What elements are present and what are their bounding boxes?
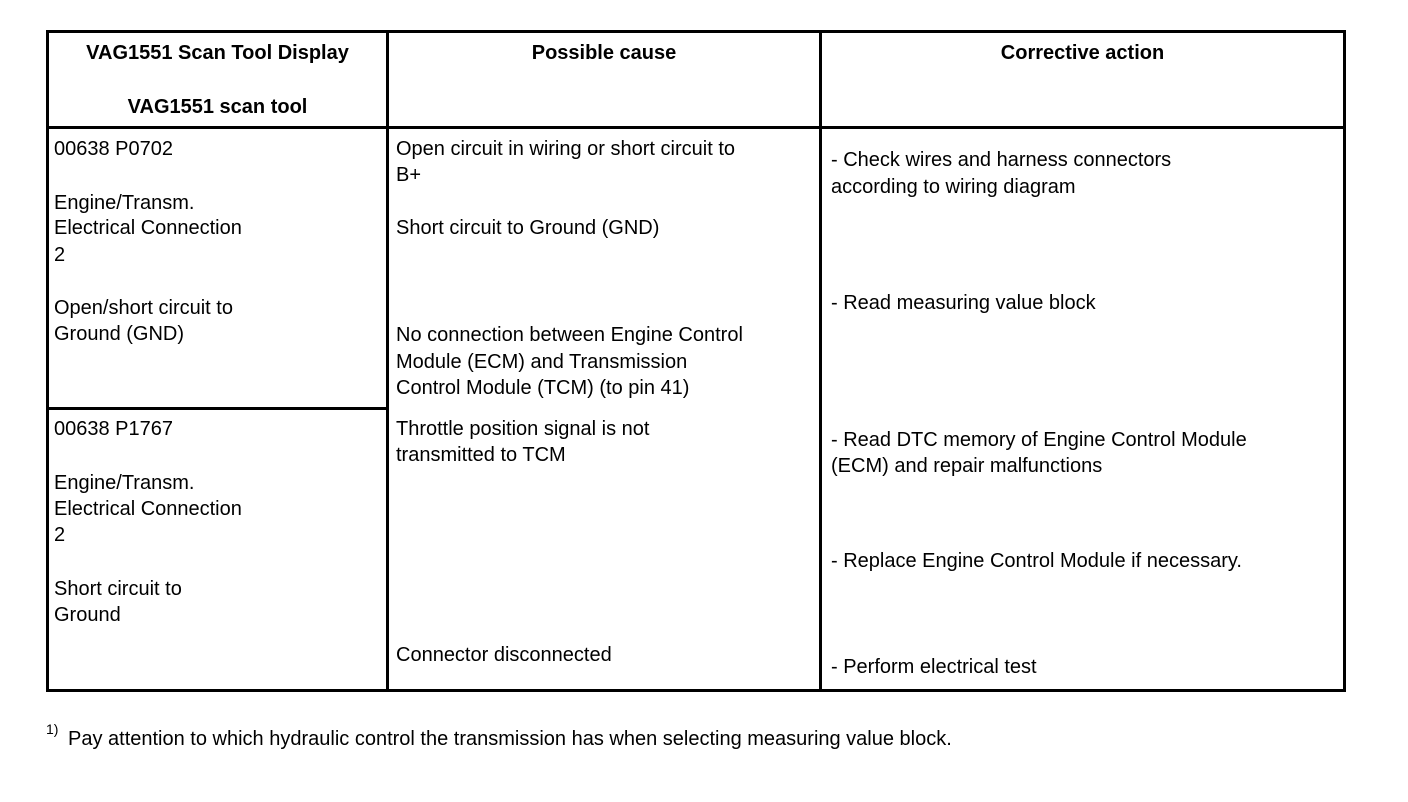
row2-fault-desc-line2: Ground bbox=[54, 604, 121, 626]
row2-fault-name-line3: 2 bbox=[54, 524, 66, 546]
header-scan-tool: VAG1551 scan tool bbox=[127, 96, 308, 118]
row1-cause-short-ground: Short circuit to Ground (GND) bbox=[396, 217, 660, 239]
header-scan-tool-display: VAG1551 Scan Tool Display bbox=[86, 42, 349, 64]
table-border-left bbox=[46, 30, 49, 692]
row1-cause-no-connection-line2: Module (ECM) and Transmission bbox=[396, 351, 688, 373]
row1-fault-name-line1: Engine/Transm. bbox=[54, 192, 195, 214]
column-divider-1 bbox=[386, 30, 389, 692]
footnote-text: Pay attention to which hydraulic control… bbox=[68, 728, 952, 750]
header-corrective-action: Corrective action bbox=[1000, 42, 1165, 64]
row2-cause-throttle-line1: Throttle position signal is not bbox=[396, 418, 650, 440]
row1-fault-desc-line2: Ground (GND) bbox=[54, 323, 185, 345]
action-read-measuring-value-block: - Read measuring value block bbox=[831, 292, 1096, 314]
row1-cause-open-circuit-line2: B+ bbox=[396, 164, 422, 186]
action-read-dtc-memory-line1: - Read DTC memory of Engine Control Modu… bbox=[831, 429, 1247, 451]
row2-fault-code: 00638 P1767 bbox=[54, 418, 174, 440]
header-divider bbox=[46, 126, 1346, 129]
table-border-bottom bbox=[46, 689, 1346, 692]
row1-cause-no-connection-line3: Control Module (TCM) (to pin 41) bbox=[396, 377, 690, 399]
action-replace-ecm: - Replace Engine Control Module if neces… bbox=[831, 550, 1242, 572]
action-check-wires-line2: according to wiring diagram bbox=[831, 176, 1076, 198]
table-border-top bbox=[46, 30, 1346, 33]
row1-fault-name-line2: Electrical Connection bbox=[54, 217, 242, 239]
row1-fault-code: 00638 P0702 bbox=[54, 138, 174, 160]
row-divider bbox=[46, 407, 388, 410]
action-check-wires-line1: - Check wires and harness connectors bbox=[831, 149, 1172, 171]
row1-fault-desc-line1: Open/short circuit to bbox=[54, 297, 233, 319]
column-divider-2 bbox=[819, 30, 822, 692]
row1-cause-open-circuit-line1: Open circuit in wiring or short circuit … bbox=[396, 138, 736, 160]
table-border-right bbox=[1343, 30, 1346, 692]
footnote-marker: 1) bbox=[46, 721, 59, 737]
row2-fault-name-line2: Electrical Connection bbox=[54, 498, 242, 520]
action-read-dtc-memory-line2: (ECM) and repair malfunctions bbox=[831, 455, 1103, 477]
row2-cause-throttle-line2: transmitted to TCM bbox=[396, 444, 566, 466]
header-possible-cause: Possible cause bbox=[531, 42, 677, 64]
row1-cause-no-connection-line1: No connection between Engine Control bbox=[396, 324, 743, 346]
row2-fault-desc-line1: Short circuit to bbox=[54, 578, 182, 600]
action-perform-electrical-test: - Perform electrical test bbox=[831, 656, 1037, 678]
row2-cause-connector-disconnected: Connector disconnected bbox=[396, 644, 612, 666]
row1-fault-name-line3: 2 bbox=[54, 244, 66, 266]
row2-fault-name-line1: Engine/Transm. bbox=[54, 472, 195, 494]
